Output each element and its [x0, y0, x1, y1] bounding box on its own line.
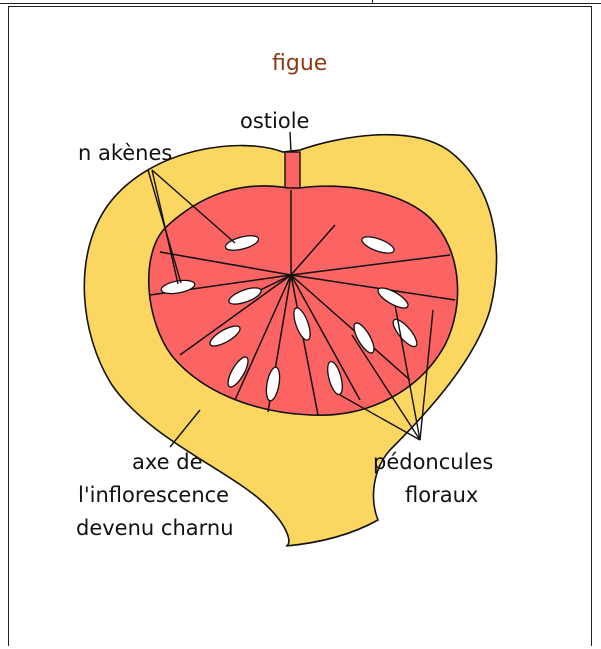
ostiole-channel — [285, 152, 300, 190]
label-ostiole: ostiole — [240, 109, 309, 133]
label-pedoncules-line2: floraux — [405, 483, 478, 507]
label-pedoncules-line1: pédoncules — [373, 450, 493, 474]
label-axe-line1: axe de — [132, 450, 203, 474]
label-axe-line2: l'inflorescence — [78, 483, 229, 507]
label-akenes: n akènes — [78, 141, 172, 165]
diagram-title: figue — [272, 51, 327, 76]
label-axe-line3: devenu charnu — [76, 516, 234, 540]
